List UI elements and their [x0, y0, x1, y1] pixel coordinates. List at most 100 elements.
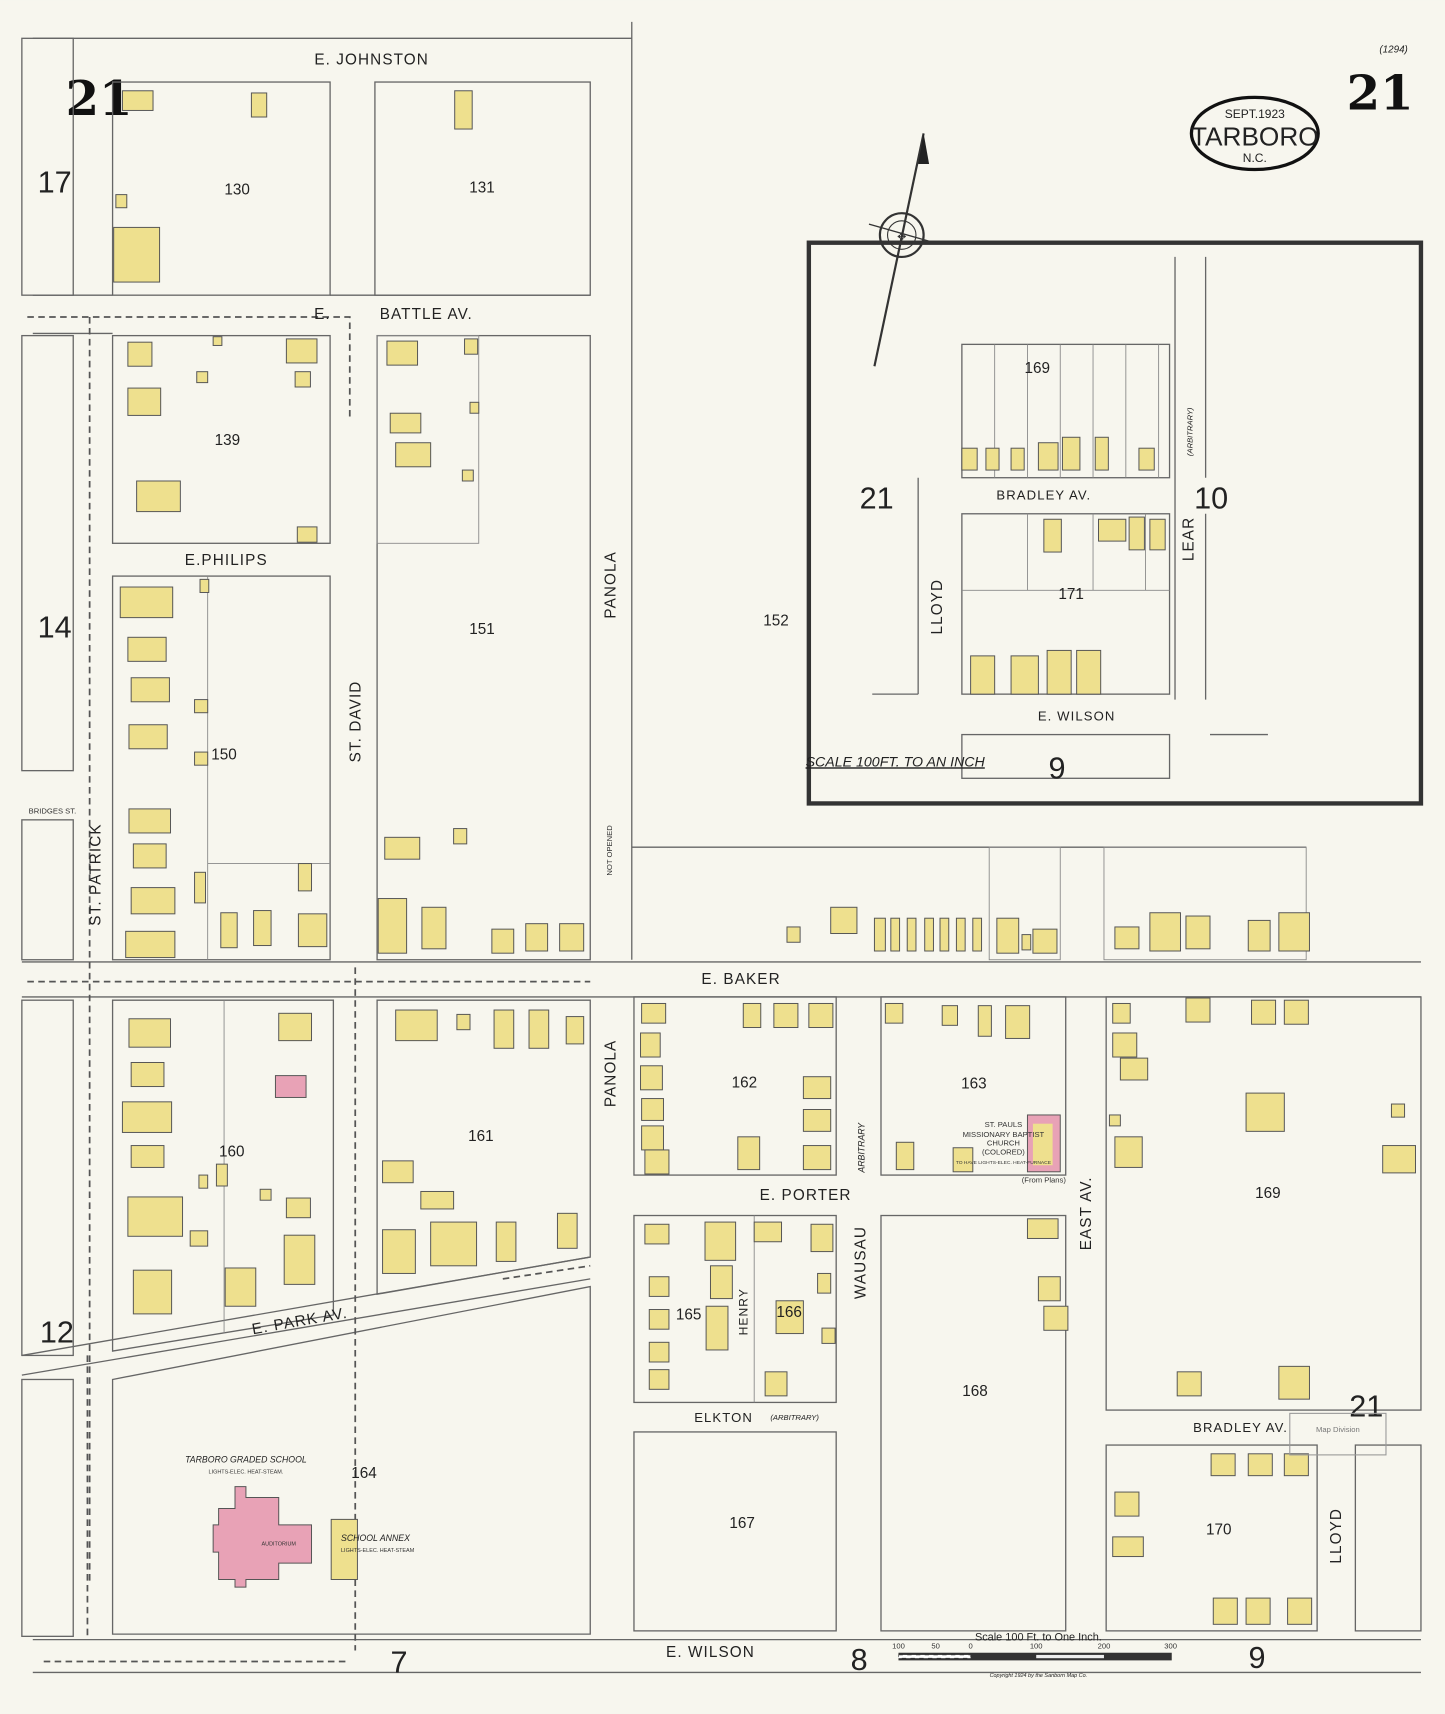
building [737, 1136, 761, 1171]
building [955, 917, 966, 952]
building [1098, 518, 1127, 542]
library-stamp: Map Division [1289, 1412, 1387, 1456]
annex-label: SCHOOL ANNEX [341, 1533, 411, 1543]
sheet-ref: (1294) [1379, 45, 1407, 56]
building [493, 1009, 515, 1049]
block-number: 131 [469, 179, 495, 196]
building [641, 1002, 667, 1024]
building [196, 371, 209, 384]
building [1278, 1365, 1310, 1400]
sheet-number-left: 21 [66, 71, 133, 127]
building [297, 913, 328, 948]
block-number: 160 [219, 1143, 245, 1160]
building [128, 808, 172, 834]
street-e-philips: E.PHILIPS [185, 552, 268, 569]
street-panola-upper: PANOLA [602, 551, 619, 618]
block-number: 170 [1206, 1522, 1232, 1539]
building [395, 442, 432, 468]
title-city: TARBORO [1191, 121, 1319, 151]
building [115, 194, 128, 209]
building [253, 910, 272, 947]
building [453, 828, 468, 845]
building [1032, 928, 1058, 954]
city-blocks [21, 37, 1422, 1637]
scale-tick: 50 [931, 1641, 940, 1650]
building [296, 526, 318, 543]
scale-tick: 300 [1164, 1641, 1177, 1650]
street-lloyd: LLOYD [1328, 1508, 1345, 1564]
block-number: 168 [962, 1383, 988, 1400]
building [121, 90, 154, 111]
building [1283, 1453, 1309, 1477]
inset-street-lloyd: LLOYD [929, 579, 946, 635]
adjacent-sheet: 9 [1248, 1641, 1265, 1675]
scale-tick: 0 [968, 1641, 972, 1650]
building [1010, 655, 1039, 695]
title-state: N.C. [1243, 151, 1267, 165]
buildings [113, 90, 1416, 1625]
block-number: 161 [468, 1128, 494, 1145]
building [119, 586, 174, 619]
building [128, 724, 168, 750]
building [941, 1005, 958, 1026]
building [810, 1223, 834, 1253]
church-note: TO HAVE LIGHTS-ELEC. HEAT-FURNACE [956, 1160, 1052, 1166]
adjacent-sheet: 10 [1194, 481, 1228, 515]
building [382, 1229, 416, 1274]
building [259, 1188, 272, 1201]
building [1021, 934, 1032, 951]
building [1112, 1032, 1138, 1058]
block-number: 169 [1255, 1185, 1281, 1202]
building [224, 1267, 257, 1307]
adjacent-sheet: 21 [860, 481, 894, 515]
building [528, 1009, 550, 1049]
block-number: 139 [215, 432, 241, 449]
stamp-text: Map Division [1316, 1425, 1360, 1434]
building [382, 1160, 414, 1184]
compass-rose-icon: ✥ [868, 133, 935, 367]
building [1114, 1491, 1140, 1517]
building [1061, 436, 1081, 471]
building [495, 1221, 517, 1262]
street-bridges-st: BRIDGES ST. [29, 806, 77, 815]
scale-tick: 200 [1098, 1641, 1111, 1650]
building [977, 1005, 992, 1037]
building [1114, 1136, 1143, 1168]
building [1149, 912, 1181, 952]
street-lines [21, 21, 1421, 1674]
building [215, 1163, 228, 1187]
building [421, 906, 447, 950]
adjacent-sheet: 17 [38, 165, 72, 199]
building [198, 1174, 209, 1189]
building [704, 1221, 737, 1261]
block-number: 166 [776, 1304, 802, 1321]
building [952, 1147, 974, 1173]
building [430, 1221, 478, 1267]
building [1251, 999, 1277, 1025]
building [469, 401, 480, 414]
block-number: 130 [224, 182, 250, 199]
building [1245, 1092, 1285, 1132]
building [775, 1300, 804, 1335]
street-battle-e: E. [314, 306, 331, 323]
building [1212, 1597, 1238, 1625]
building [386, 340, 419, 366]
street-arbitrary: ARBITRARY [857, 1122, 867, 1174]
from-plans-label: (From Plans) [1022, 1176, 1067, 1185]
inset-street-lear: LEAR [1181, 517, 1198, 561]
building [709, 1265, 733, 1300]
building [1138, 447, 1155, 471]
building [285, 1197, 311, 1219]
building [1037, 1276, 1061, 1302]
svg-text:✥: ✥ [897, 232, 906, 244]
building [220, 912, 238, 949]
building [559, 923, 585, 952]
copyright: Copyright 1924 by the Sanborn Map Co. [990, 1673, 1088, 1679]
building [1128, 516, 1145, 551]
building [136, 480, 181, 513]
building [773, 1002, 799, 1029]
street-elkton: ELKTON [694, 1410, 753, 1425]
building [648, 1369, 670, 1390]
street-e-porter: E. PORTER [760, 1187, 852, 1204]
building [1245, 1597, 1271, 1625]
